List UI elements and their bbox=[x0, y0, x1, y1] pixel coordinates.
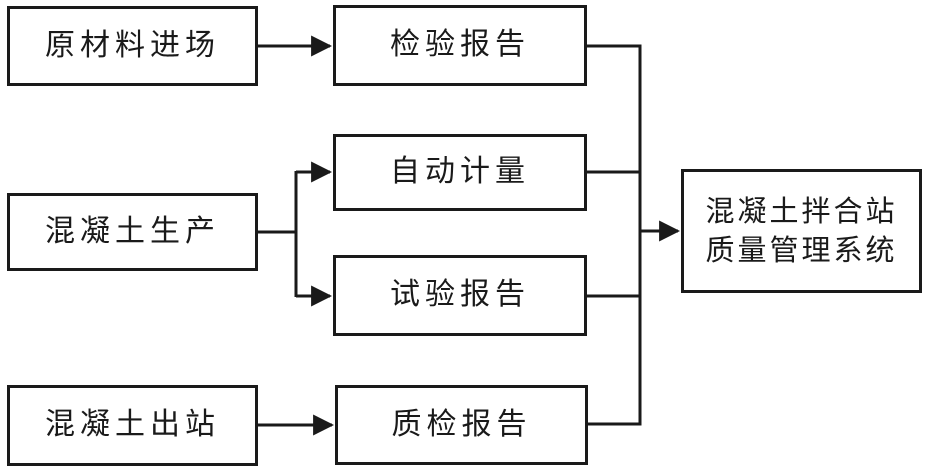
node-concrete-exit: 混凝土出站 bbox=[7, 385, 258, 466]
node-test-report: 试验报告 bbox=[333, 255, 587, 336]
node-auto-metering-label: 自动计量 bbox=[390, 154, 530, 190]
node-auto-metering: 自动计量 bbox=[333, 134, 587, 211]
node-quality-management-system: 混凝土拌合站 质量管理系统 bbox=[681, 169, 922, 293]
node-raw-material-entry: 原材料进场 bbox=[7, 6, 258, 86]
node-quality-report-label: 质检报告 bbox=[391, 406, 532, 442]
node-concrete-exit-label: 混凝土出站 bbox=[45, 407, 220, 443]
node-concrete-production-label: 混凝土生产 bbox=[45, 213, 220, 249]
node-quality-management-system-line2: 质量管理系统 bbox=[705, 233, 898, 267]
node-raw-material-entry-label: 原材料进场 bbox=[45, 27, 220, 63]
node-test-report-label: 试验报告 bbox=[390, 277, 530, 313]
node-quality-report: 质检报告 bbox=[335, 385, 588, 465]
node-inspection-report: 检验报告 bbox=[333, 5, 587, 86]
node-inspection-report-label: 检验报告 bbox=[390, 27, 530, 63]
node-concrete-production: 混凝土生产 bbox=[7, 193, 258, 271]
node-quality-management-system-line1: 混凝土拌合站 bbox=[705, 193, 898, 228]
